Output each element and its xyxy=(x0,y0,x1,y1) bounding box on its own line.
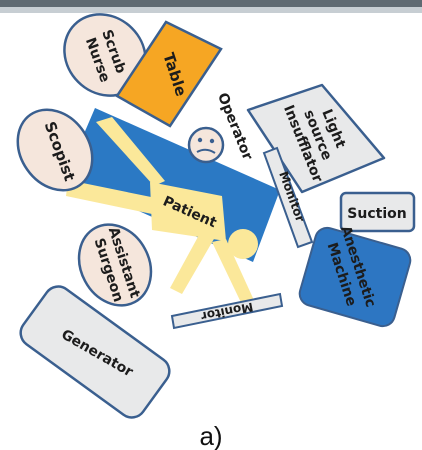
operator-eye-right xyxy=(209,138,215,144)
scopist: Scopist xyxy=(16,108,94,192)
instrument-table: Table xyxy=(115,20,223,128)
figure-caption: a) xyxy=(199,421,222,450)
operator-mouth xyxy=(196,148,216,154)
light-source-insufflator: Light source Insufflator xyxy=(246,83,386,194)
operator-eye-left xyxy=(197,137,203,143)
operator: Operator xyxy=(187,91,255,164)
patient-body xyxy=(66,117,258,313)
monitor-bottom: Monitor xyxy=(170,292,284,330)
suction: Suction xyxy=(339,191,416,233)
photo-strip xyxy=(0,0,422,7)
scrub-nurse: Scrub Nurse xyxy=(63,13,147,97)
generator: Generator xyxy=(19,285,171,419)
assistant-surgeon: Assistant Surgeon xyxy=(77,223,153,307)
anesthetic-machine: Anesthetic Machine xyxy=(298,224,412,328)
suction-label: Suction xyxy=(347,206,406,222)
monitor-bottom-label: Monitor xyxy=(200,300,255,324)
photo-strip-edge xyxy=(0,7,422,13)
